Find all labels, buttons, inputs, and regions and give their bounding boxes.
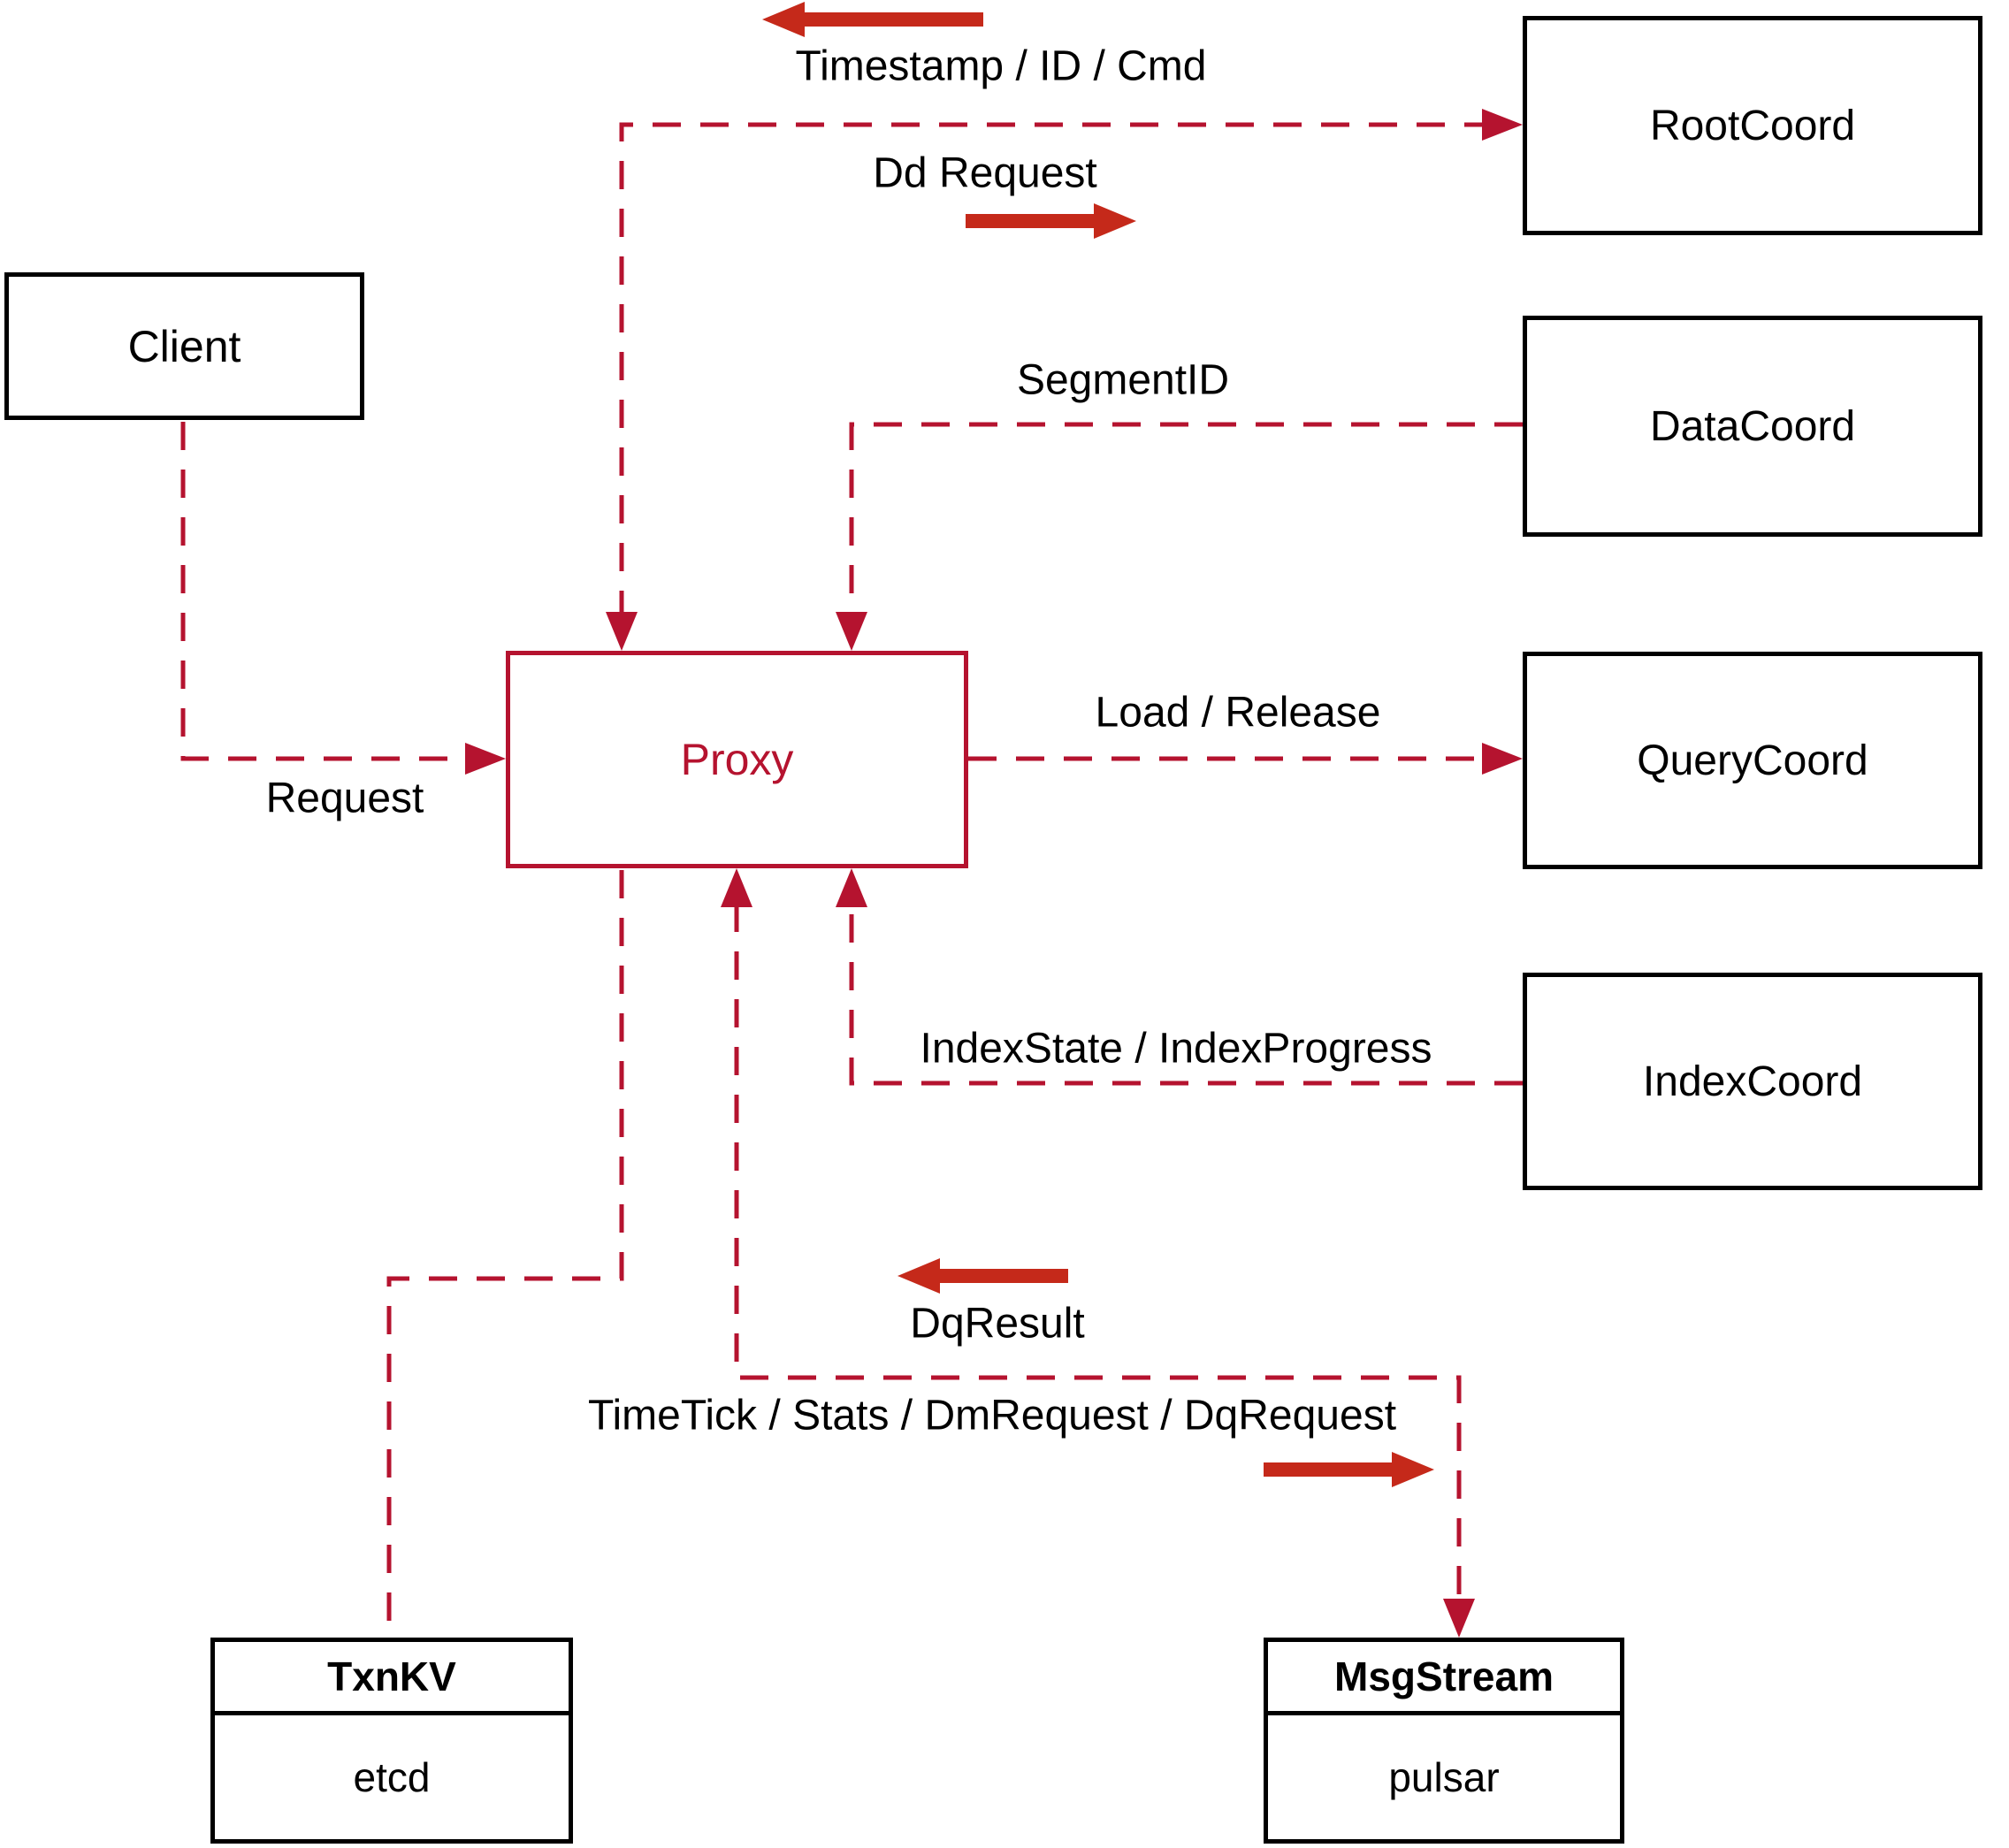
arrowhead-into-querycoord-icon xyxy=(1482,743,1523,775)
node-client: Client xyxy=(4,272,364,420)
node-txnkv-title: TxnKV xyxy=(215,1642,569,1715)
node-msgstream-title: MsgStream xyxy=(1268,1642,1620,1715)
node-txnkv: TxnKV etcd xyxy=(210,1638,573,1844)
node-datacoord-label: DataCoord xyxy=(1649,402,1856,450)
node-client-label: Client xyxy=(127,321,241,371)
arrow-left-icon xyxy=(762,2,983,37)
node-rootcoord: RootCoord xyxy=(1523,16,1982,235)
edge-datacoord-proxy xyxy=(849,422,1523,619)
label-index-state: IndexState / IndexProgress xyxy=(920,1025,1432,1073)
arrowhead-into-proxy-top-right-icon xyxy=(836,612,867,651)
arrow-left-icon xyxy=(898,1258,1068,1294)
edge-proxy-msgstream xyxy=(734,904,1462,1600)
arrow-right-icon xyxy=(1264,1452,1434,1487)
label-dq-result: DqResult xyxy=(910,1300,1085,1348)
arrowhead-into-msgstream-icon xyxy=(1443,1599,1475,1638)
arrowhead-into-proxy-left-icon xyxy=(465,743,506,775)
arrowhead-into-proxy-top-left-icon xyxy=(606,612,638,651)
label-request: Request xyxy=(265,775,424,822)
label-time-tick: TimeTick / Stats / DmRequest / DqRequest xyxy=(587,1392,1397,1439)
node-indexcoord-label: IndexCoord xyxy=(1642,1058,1863,1105)
node-msgstream-subtitle: pulsar xyxy=(1388,1754,1500,1800)
label-load-release: Load / Release xyxy=(1095,689,1381,737)
edge-proxy-txnkv xyxy=(386,870,624,1638)
node-indexcoord: IndexCoord xyxy=(1523,973,1982,1190)
node-proxy-label: Proxy xyxy=(680,735,794,784)
arrow-right-icon xyxy=(966,203,1136,239)
node-datacoord: DataCoord xyxy=(1523,316,1982,537)
arrowhead-into-proxy-bottom-left-icon xyxy=(721,868,752,907)
label-segment-id: SegmentID xyxy=(1016,356,1230,404)
edge-indexcoord-proxy xyxy=(849,904,1523,1086)
node-querycoord-label: QueryCoord xyxy=(1637,737,1868,784)
label-dd-request: Dd Request xyxy=(873,149,1097,197)
node-txnkv-subtitle: etcd xyxy=(353,1754,431,1800)
edge-client-proxy xyxy=(180,422,467,761)
arrowhead-into-rootcoord-icon xyxy=(1482,109,1523,141)
node-proxy: Proxy xyxy=(506,651,968,868)
arrowhead-into-proxy-bottom-right-icon xyxy=(836,868,867,907)
node-rootcoord-label: RootCoord xyxy=(1649,102,1856,149)
node-msgstream: MsgStream pulsar xyxy=(1264,1638,1624,1844)
edge-proxy-rootcoord xyxy=(619,122,1484,619)
node-querycoord: QueryCoord xyxy=(1523,652,1982,869)
label-timestamp-id-cmd: Timestamp / ID / Cmd xyxy=(795,42,1207,90)
